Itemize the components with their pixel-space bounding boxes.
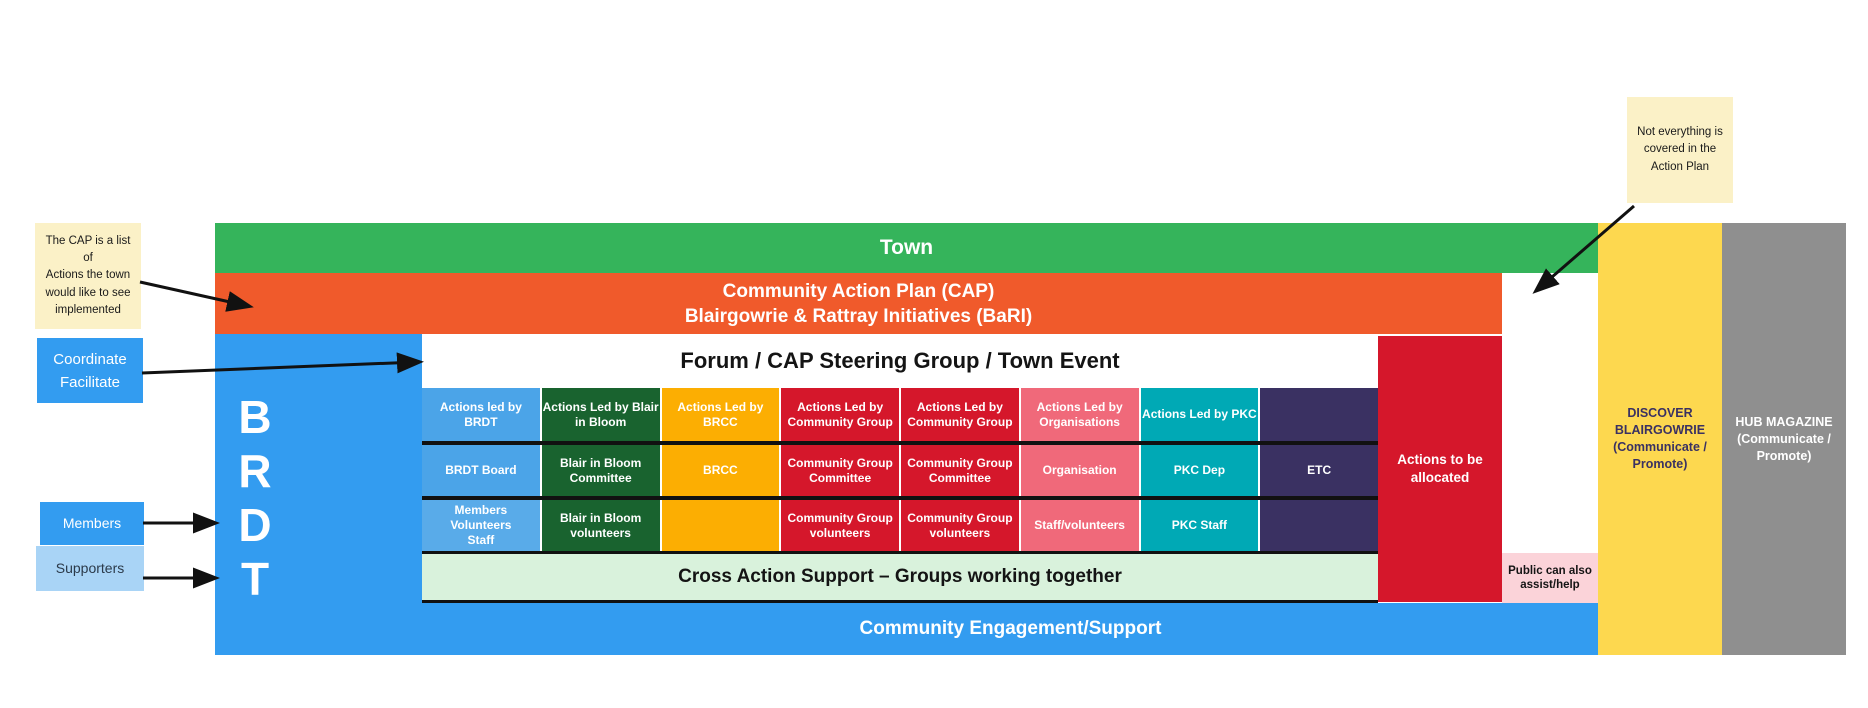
grid-cell: ETC [1260, 445, 1378, 496]
cap-bar: Community Action Plan (CAP) Blairgowrie … [215, 273, 1502, 334]
grid-cell [1260, 500, 1378, 551]
members-box: Members [40, 502, 144, 545]
public-assist-box: Public can also assist/help [1502, 553, 1598, 603]
row-separator [422, 441, 1378, 445]
actions-to-be-allocated-column: Actions to be allocated [1378, 336, 1502, 602]
grid-cell [661, 500, 780, 551]
grid-cell [1260, 388, 1378, 441]
coordinate-facilitate-box: Coordinate Facilitate [37, 338, 143, 403]
discover-blairgowrie-column: DISCOVER BLAIRGOWRIE (Communicate / Prom… [1598, 223, 1722, 655]
grid-cell: Community Group volunteers [781, 500, 899, 551]
sticky-note-cap-definition: The CAP is a list of Actions the town wo… [35, 223, 141, 329]
grid-cell: Staff/volunteers [1020, 500, 1139, 551]
cross-action-support-bar: Cross Action Support – Groups working to… [422, 551, 1378, 603]
grid-cell: Organisation [1020, 445, 1139, 496]
grid-cell: Community Group Committee [781, 445, 899, 496]
grid-cell: BRDT Board [422, 445, 540, 496]
grid-cell: Actions Led by PKC [1140, 388, 1259, 441]
grid-cell: Actions Led by Community Group [781, 388, 899, 441]
grid-cell: Members Volunteers Staff [422, 500, 540, 551]
grid-cell: Actions Led by Blair in Bloom [541, 388, 660, 441]
community-engagement-bar: Community Engagement/Support [215, 603, 1599, 655]
grid-cell: Actions led by BRDT [422, 388, 540, 441]
town-bar: Town [215, 223, 1598, 273]
cap-line2: Blairgowrie & Rattray Initiatives (BaRI) [684, 305, 1033, 327]
hub-magazine-column: HUB MAGAZINE (Communicate / Promote) [1722, 223, 1846, 655]
grid-cell: PKC Staff [1140, 500, 1259, 551]
brdt-label: B R D T [238, 391, 272, 605]
brdt-column [215, 334, 422, 603]
grid-cell: Actions Led by Organisations [1020, 388, 1139, 441]
forum-strip: Forum / CAP Steering Group / Town Event [422, 334, 1378, 388]
grid-cell: Blair in Bloom volunteers [541, 500, 660, 551]
grid-cell: BRCC [661, 445, 780, 496]
grid-cell: Blair in Bloom Committee [541, 445, 660, 496]
grid-cell: Actions Led by Community Group [901, 388, 1019, 441]
cap-line1: Community Action Plan (CAP) [722, 280, 995, 302]
row-separator [422, 496, 1378, 500]
grid-cell: Community Group Committee [901, 445, 1019, 496]
grid-cell: Actions Led by BRCC [661, 388, 780, 441]
supporters-box: Supporters [36, 546, 144, 591]
grid-cell: Community Group volunteers [901, 500, 1019, 551]
sticky-note-not-everything: Not everything is covered in the Action … [1627, 97, 1733, 203]
grid-cell: PKC Dep [1140, 445, 1259, 496]
